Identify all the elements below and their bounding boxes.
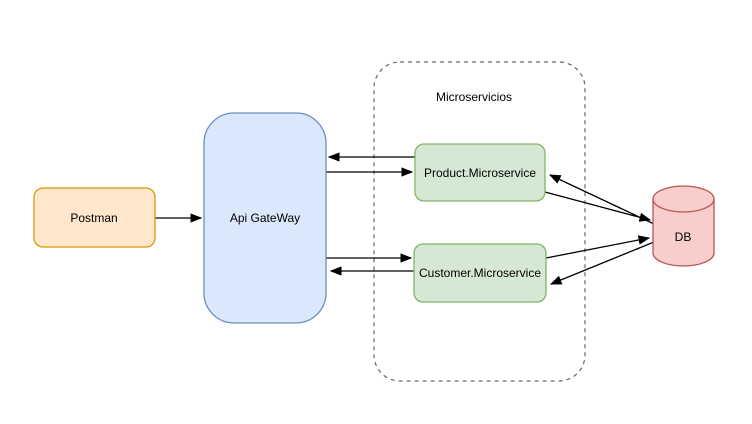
microservices-container-label: Microservicios [436,90,512,104]
api-gateway-label: Api GateWay [230,211,300,225]
postman-node: Postman [33,187,156,248]
customer-microservice-box [413,243,547,303]
microservices-container [373,61,586,382]
customer-microservice-node: Customer.Microservice [413,243,547,303]
product-microservice-box [414,143,546,202]
api-gateway-box [203,112,327,324]
postman-box [33,187,156,248]
edge-customer-to-db [545,235,651,259]
product-microservice-node: Product.Microservice [414,143,546,202]
product-microservice-label: Product.Microservice [424,166,536,180]
db-cylinder-body [652,185,715,267]
edge-product-to-db [544,191,652,222]
api-gateway-node: Api GateWay [203,112,327,324]
edge-db-to-customer [549,241,655,285]
db-label: DB [675,230,692,244]
postman-label: Postman [70,211,117,225]
db-cylinder-top-arc [652,198,715,213]
customer-microservice-label: Customer.Microservice [419,266,541,280]
db-node: DB [652,185,715,267]
